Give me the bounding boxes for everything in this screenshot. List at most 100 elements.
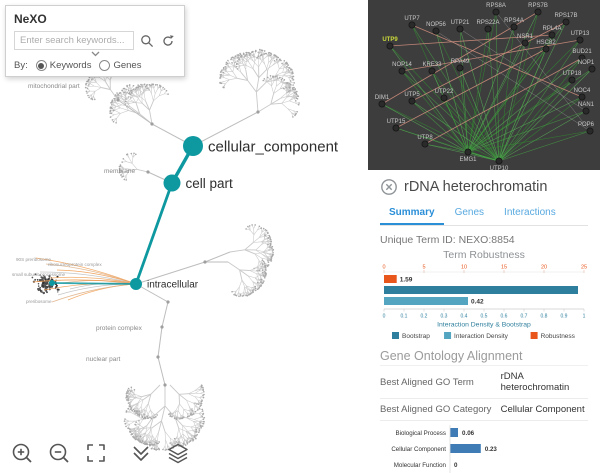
tree-term-label[interactable]: 90S preribosome [16,257,51,262]
tab-summary[interactable]: Summary [380,203,444,225]
term-node[interactable] [130,278,142,290]
term-node[interactable] [49,280,55,286]
network-node-label[interactable]: UTP9 [382,37,398,43]
network-node[interactable] [432,27,440,35]
network-node[interactable] [398,67,406,75]
radio-keywords-circle[interactable] [35,60,47,71]
tab-interactions[interactable]: Interactions [504,207,556,218]
network-node[interactable] [408,21,416,29]
network-node-label[interactable]: NAN1 [578,102,595,108]
network-node-label[interactable]: UTP22 [435,89,454,95]
network-node-label[interactable]: HSC82 [536,40,556,46]
radio-keywords[interactable]: Keywords [35,60,91,71]
network-node-label[interactable]: UTP18 [563,71,582,77]
network-node[interactable] [456,64,464,72]
term-robustness-title: Term Robustness [443,249,525,261]
network-node[interactable] [568,76,576,84]
network-node[interactable] [521,39,529,47]
network-node-label[interactable]: RPS17B [554,13,577,19]
tree-term-label[interactable]: nuclear part [86,356,121,363]
term-node-label[interactable]: cellular_component [208,138,339,155]
radio-genes-circle[interactable] [99,60,111,71]
network-node-label[interactable]: POP6 [578,122,595,128]
network-node[interactable] [495,157,503,165]
network-node[interactable] [588,65,596,73]
network-node-label[interactable]: RPS4A [504,18,524,24]
term-node[interactable] [183,136,203,156]
network-node-label[interactable]: DIM1 [375,95,390,101]
network-node-label[interactable]: RPL4A [542,26,561,32]
network-node[interactable] [408,97,416,105]
term-node-label[interactable]: intracellular [147,280,199,291]
network-node[interactable] [392,124,400,132]
network-node[interactable] [548,31,556,39]
network-node-label[interactable]: KRE33 [422,62,442,68]
network-node[interactable] [578,93,586,101]
network-node[interactable] [562,18,570,26]
network-node-label[interactable]: UTP8 [417,135,433,141]
network-node-label[interactable]: NOP1 [578,60,595,66]
tree-term-label[interactable]: small subunit processome [12,272,66,277]
radio-genes[interactable]: Genes [99,60,141,71]
network-node-label[interactable]: RPS7B [528,3,548,9]
network-node[interactable] [576,36,584,44]
bottom-axis-label: Interaction Density & Bootstrap [437,322,531,329]
network-node[interactable] [428,67,436,75]
network-node[interactable] [578,54,586,62]
network-node[interactable] [510,23,518,31]
tree-term-label[interactable]: membrane [104,168,135,175]
network-node[interactable] [464,148,472,156]
network-node-label[interactable]: UTP13 [571,31,590,37]
network-node-label[interactable]: RPA49 [451,59,470,65]
term-node[interactable] [163,174,181,192]
network-node-label[interactable]: NSR1 [517,34,534,40]
network-node-label[interactable]: UTP5 [404,92,420,98]
chevron-down-icon[interactable] [14,51,176,57]
network-node-label[interactable]: RPS22A [476,20,499,26]
network-node-label[interactable]: NOP14 [392,62,412,68]
network-node-label[interactable]: UTP7 [404,16,420,22]
network-node[interactable] [456,25,464,33]
network-node[interactable] [440,94,448,102]
search-input[interactable] [14,31,134,50]
network-node[interactable] [534,8,542,16]
svg-text:20: 20 [541,265,547,271]
tab-genes[interactable]: Genes [454,207,485,218]
go-alignment-title: Gene Ontology Alignment [380,349,523,363]
search-icon[interactable] [139,33,155,49]
tree-term-label[interactable]: preribosome [26,299,52,304]
network-node-label[interactable]: BUD21 [572,49,592,55]
network-node[interactable] [542,45,550,53]
network-node-label[interactable]: UTP21 [451,20,470,26]
zoom-in-button[interactable] [10,441,34,465]
layers-button[interactable] [166,441,190,465]
tree-term-label[interactable]: mitochondrial part [28,83,80,90]
network-node-label[interactable]: UTP10 [490,166,509,170]
network-node-label[interactable]: NOP56 [426,22,446,28]
network-node[interactable] [484,25,492,33]
network-node[interactable] [586,127,594,135]
close-icon[interactable] [380,178,398,196]
network-node-label[interactable]: RPS8A [486,3,506,9]
svg-text:0: 0 [382,265,385,271]
zoom-out-button[interactable] [47,441,71,465]
network-node[interactable] [386,42,394,50]
tree-term-label[interactable]: ribonucleoprotein complex [48,262,102,267]
tree-term-label[interactable]: protein complex [96,325,143,332]
network-node-label[interactable]: NOC4 [574,88,591,94]
network-node[interactable] [378,100,386,108]
fit-to-screen-button[interactable] [84,441,108,465]
network-node[interactable] [421,140,429,148]
go-score-bar [450,428,458,437]
network-node[interactable] [582,107,590,115]
expand-all-button[interactable] [129,441,153,465]
term-node-label[interactable]: cell part [186,176,234,191]
network-node[interactable] [492,8,500,16]
refresh-icon[interactable] [160,33,176,49]
network-node-label[interactable]: EMG1 [459,157,477,163]
network-node-label[interactable]: UTP15 [387,119,406,125]
svg-text:0.06: 0.06 [462,430,475,437]
